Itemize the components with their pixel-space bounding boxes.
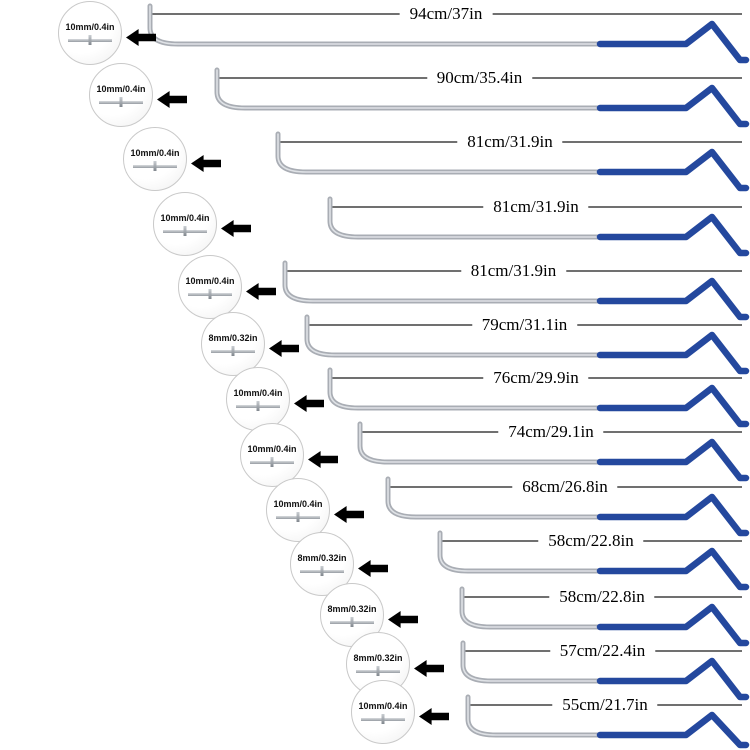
- tip-magnifier: 8mm/0.32in: [201, 312, 265, 376]
- tip-size-label: 8mm/0.32in: [353, 652, 403, 663]
- tip-size-label: 10mm/0.4in: [160, 212, 210, 223]
- tip-magnifier: 10mm/0.4in: [266, 478, 330, 542]
- length-label: 58cm/22.8in: [549, 587, 655, 607]
- length-label: 55cm/21.7in: [552, 695, 658, 715]
- tip-nub: [350, 616, 354, 627]
- tip-nub: [270, 456, 274, 467]
- length-label: 81cm/31.9in: [483, 197, 589, 217]
- rod-shaft-highlight: [387, 478, 601, 518]
- tip-closeup-illustration: [330, 616, 374, 627]
- length-label: 74cm/29.1in: [498, 422, 604, 442]
- tip-size-label: 10mm/0.4in: [233, 387, 283, 398]
- length-label: 57cm/22.4in: [549, 641, 656, 661]
- tip-nub: [320, 565, 324, 576]
- rod-shaft-highlight: [277, 133, 601, 173]
- tip-size-label: 8mm/0.32in: [297, 552, 347, 563]
- tip-nub: [296, 511, 300, 522]
- rod-shaft-highlight: [329, 198, 601, 238]
- rod-handle: [596, 603, 750, 647]
- tip-magnifier: 10mm/0.4in: [123, 127, 187, 191]
- tip-magnifier: 10mm/0.4in: [240, 423, 304, 487]
- tip-closeup-illustration: [361, 713, 405, 724]
- tip-closeup-illustration: [188, 288, 232, 299]
- rod-shaft-highlight: [306, 316, 601, 356]
- tip-size-label: 10mm/0.4in: [96, 83, 146, 94]
- rod-shaft-highlight: [216, 69, 601, 109]
- rod-handle: [596, 277, 750, 321]
- tip-closeup-illustration: [68, 34, 112, 45]
- length-label: 76cm/29.9in: [483, 368, 589, 388]
- tip-closeup-illustration: [99, 96, 143, 107]
- rod-shaft-highlight: [359, 423, 601, 463]
- rod-shaft-highlight: [461, 588, 601, 628]
- tip-nub: [183, 225, 187, 236]
- tip-size-label: 10mm/0.4in: [65, 21, 115, 32]
- tip-nub: [376, 665, 380, 676]
- tip-size-label: 10mm/0.4in: [185, 275, 235, 286]
- length-label: 81cm/31.9in: [457, 132, 563, 152]
- rod-shaft: [214, 67, 603, 111]
- rod-shaft-highlight: [284, 262, 601, 302]
- rod-handle: [596, 438, 750, 482]
- tip-closeup-illustration: [236, 400, 280, 411]
- rod-shaft-highlight: [462, 642, 601, 682]
- tip-magnifier: 10mm/0.4in: [153, 192, 217, 256]
- rod-shaft-highlight: [439, 532, 601, 572]
- tip-nub: [208, 288, 212, 299]
- tip-closeup-illustration: [163, 225, 207, 236]
- length-label: 94cm/37in: [399, 4, 493, 24]
- rod-handle: [596, 657, 750, 701]
- rod-shaft-highlight: [149, 5, 601, 45]
- rod-shaft: [147, 3, 603, 47]
- tip-closeup-illustration: [300, 565, 344, 576]
- tip-size-label: 10mm/0.4in: [247, 443, 297, 454]
- tip-size-label: 10mm/0.4in: [130, 147, 180, 158]
- tip-nub: [231, 345, 235, 356]
- tip-magnifier: 8mm/0.32in: [290, 532, 354, 596]
- tip-size-label: 8mm/0.32in: [327, 603, 377, 614]
- tip-nub: [119, 96, 123, 107]
- tip-magnifier: 10mm/0.4in: [89, 63, 153, 127]
- tip-closeup-illustration: [250, 456, 294, 467]
- tip-nub: [256, 400, 260, 411]
- length-label: 81cm/31.9in: [460, 261, 567, 281]
- rod-handle: [596, 148, 750, 192]
- rod-handle: [596, 84, 750, 128]
- tip-closeup-illustration: [133, 160, 177, 171]
- rod-handle: [596, 493, 750, 537]
- tip-nub: [88, 34, 92, 45]
- tip-magnifier: 10mm/0.4in: [58, 1, 122, 65]
- tip-magnifier: 10mm/0.4in: [226, 367, 290, 431]
- rod-handle: [596, 213, 750, 257]
- tip-closeup-illustration: [356, 665, 400, 676]
- tip-size-label: 10mm/0.4in: [273, 498, 323, 509]
- tip-closeup-illustration: [276, 511, 320, 522]
- rod-handle: [596, 20, 750, 64]
- rod-handle: [596, 384, 750, 428]
- tip-size-label: 10mm/0.4in: [358, 700, 408, 711]
- rod-handle: [596, 711, 750, 749]
- length-label: 68cm/26.8in: [512, 477, 618, 497]
- tip-magnifier: 10mm/0.4in: [178, 255, 242, 319]
- tip-closeup-illustration: [211, 345, 255, 356]
- length-label: 90cm/35.4in: [426, 68, 533, 88]
- rod-handle: [596, 547, 750, 591]
- tip-nub: [153, 160, 157, 171]
- tip-size-label: 8mm/0.32in: [208, 332, 258, 343]
- tip-nub: [381, 713, 385, 724]
- rod-shaft-highlight: [467, 696, 601, 736]
- length-label: 58cm/22.8in: [538, 531, 644, 551]
- tip-magnifier: 10mm/0.4in: [351, 680, 415, 744]
- rod-handle: [596, 331, 750, 375]
- rod-shaft-highlight: [329, 369, 601, 409]
- length-label: 79cm/31.1in: [471, 315, 578, 335]
